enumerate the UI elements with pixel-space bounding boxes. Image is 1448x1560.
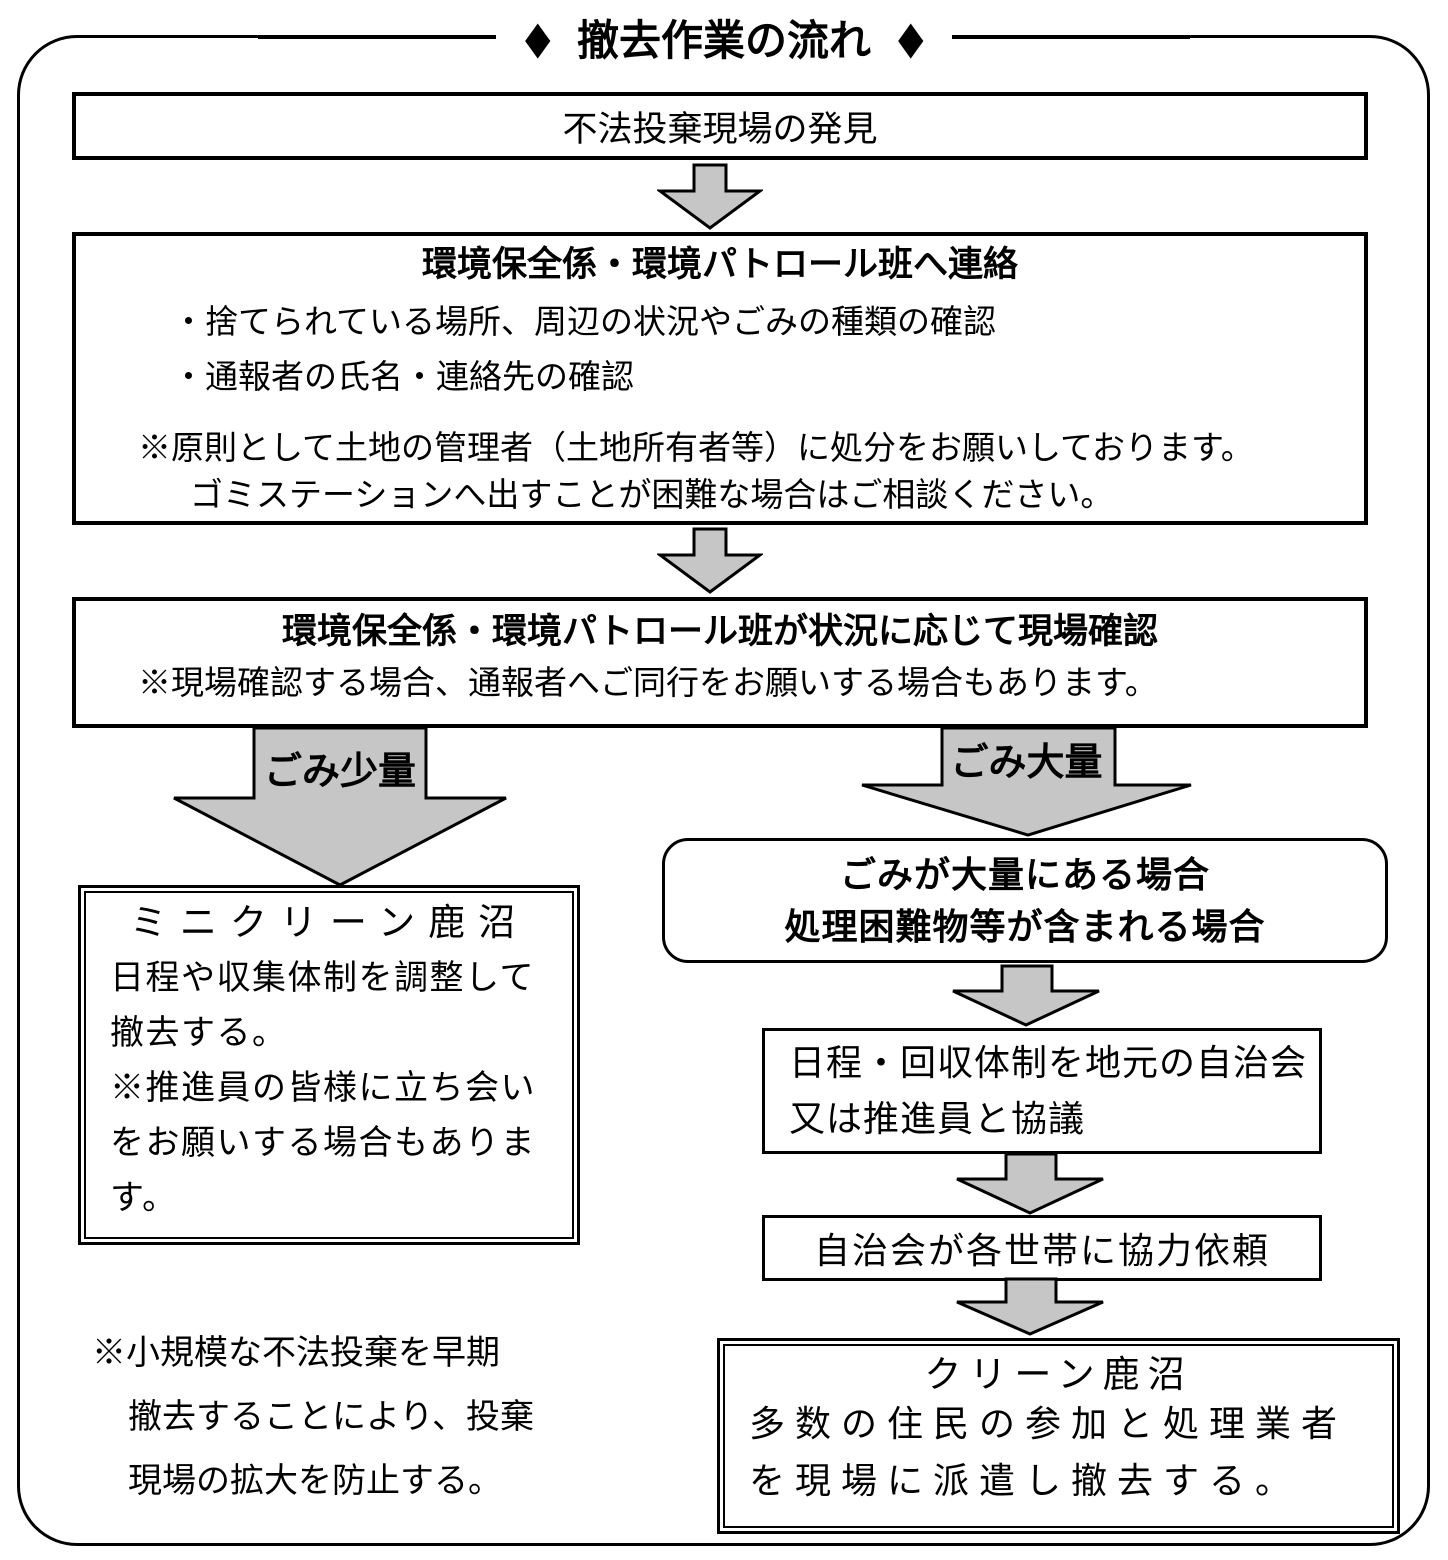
- bullet-item: ・通報者の氏名・連絡先の確認: [172, 360, 634, 396]
- branch-arrow-small-icon: ごみ少量: [165, 728, 515, 888]
- mini-clean-body: 日程や収集体制を調整して撤去する。 ※推進員の皆様に立ち会いをお願いする場合もあ…: [110, 951, 536, 1226]
- consult-line: 日程・回収体制を地元の自治会: [789, 1043, 1308, 1083]
- page-title-text: 撤去作業の流れ: [576, 16, 871, 64]
- bullet-item: ・捨てられている場所、周辺の状況やごみの種類の確認: [172, 305, 997, 341]
- page-title: ◆ 撤去作業の流れ ◆: [495, 6, 953, 68]
- note-line: ※原則として土地の管理者（土地所有者等）に処分をお願いしております。: [138, 431, 1254, 467]
- down-arrow-icon: [947, 964, 1105, 1028]
- down-arrow-icon: [951, 1277, 1109, 1337]
- down-arrow-icon: [657, 527, 763, 595]
- branch-small-label: ごみ少量: [263, 751, 416, 793]
- title-right-rule: [952, 35, 1191, 39]
- box-large-case: ごみが大量にある場合 処理困難物等が含まれる場合: [662, 838, 1388, 963]
- mini-clean-title: ミニクリーン鹿沼: [129, 903, 529, 944]
- box-site-check-title: 環境保全係・環境パトロール班が状況に応じて現場確認: [281, 612, 1159, 651]
- box-contact: 環境保全係・環境パトロール班へ連絡 ・捨てられている場所、周辺の状況やごみの種類…: [72, 232, 1368, 525]
- side-note: ※小規模な不法投棄を早期 撤去することにより、投棄 現場の拡大を防止する。: [92, 1322, 592, 1514]
- side-note-line: 撤去することにより、投棄: [128, 1399, 534, 1436]
- branch-large-label: ごみ大量: [950, 742, 1103, 784]
- box-contact-bullets: ・捨てられている場所、周辺の状況やごみの種類の確認 ・通報者の氏名・連絡先の確認: [172, 296, 1364, 406]
- consult-line: 又は推進員と協議: [789, 1099, 1086, 1139]
- diamond-icon: ◆: [897, 11, 924, 63]
- box-request: 自治会が各世帯に協力依頼: [762, 1215, 1322, 1281]
- note-line: ゴミステーションへ出すことが困難な場合はご相談ください。: [190, 478, 1114, 514]
- mini-clean-body-line: ※推進員の皆様に立ち会いをお願いする場合もあります。: [110, 1070, 536, 1217]
- box-discovery-label: 不法投棄現場の発見: [562, 109, 878, 149]
- clean-kanuma-title: クリーン鹿沼: [924, 1354, 1193, 1395]
- box-mini-clean-inner: ミニクリーン鹿沼 日程や収集体制を調整して撤去する。 ※推進員の皆様に立ち会いを…: [84, 891, 574, 1239]
- down-arrow-icon: [657, 163, 763, 231]
- side-note-line: 現場の拡大を防止する。: [128, 1463, 502, 1500]
- diamond-icon: ◆: [524, 11, 551, 63]
- box-clean-kanuma-inner: クリーン鹿沼 多数の住民の参加と処理業者を現場に派遣し撤去する。: [723, 1344, 1394, 1528]
- request-label: 自治会が各世帯に協力依頼: [813, 1231, 1270, 1271]
- box-consult: 日程・回収体制を地元の自治会 又は推進員と協議: [762, 1028, 1322, 1154]
- side-note-line: ※小規模な不法投棄を早期: [92, 1335, 500, 1372]
- branch-arrow-large-icon: ごみ大量: [860, 728, 1193, 838]
- down-arrow-icon: [951, 1152, 1109, 1216]
- box-site-check: 環境保全係・環境パトロール班が状況に応じて現場確認 ※現場確認する場合、通報者へ…: [72, 597, 1368, 728]
- large-case-line: ごみが大量にある場合: [839, 854, 1210, 895]
- box-contact-note: ※原則として土地の管理者（土地所有者等）に処分をお願いしております。 ゴミステー…: [138, 426, 1364, 520]
- box-clean-kanuma: クリーン鹿沼 多数の住民の参加と処理業者を現場に派遣し撤去する。: [717, 1338, 1400, 1534]
- large-case-line: 処理困難物等が含まれる場合: [784, 906, 1266, 947]
- box-site-check-note: ※現場確認する場合、通報者へご同行をお願いする場合もあります。: [138, 666, 1158, 702]
- title-left-rule: [257, 35, 496, 39]
- page-title-bar: ◆ 撤去作業の流れ ◆: [0, 4, 1448, 70]
- box-discovery: 不法投棄現場の発見: [72, 92, 1368, 160]
- clean-kanuma-body: 多数の住民の参加と処理業者を現場に派遣し撤去する。: [749, 1404, 1348, 1501]
- box-contact-title: 環境保全係・環境パトロール班へ連絡: [421, 245, 1019, 284]
- mini-clean-body-line: 日程や収集体制を調整して撤去する。: [110, 960, 535, 1052]
- box-mini-clean-kanuma: ミニクリーン鹿沼 日程や収集体制を調整して撤去する。 ※推進員の皆様に立ち会いを…: [78, 885, 580, 1245]
